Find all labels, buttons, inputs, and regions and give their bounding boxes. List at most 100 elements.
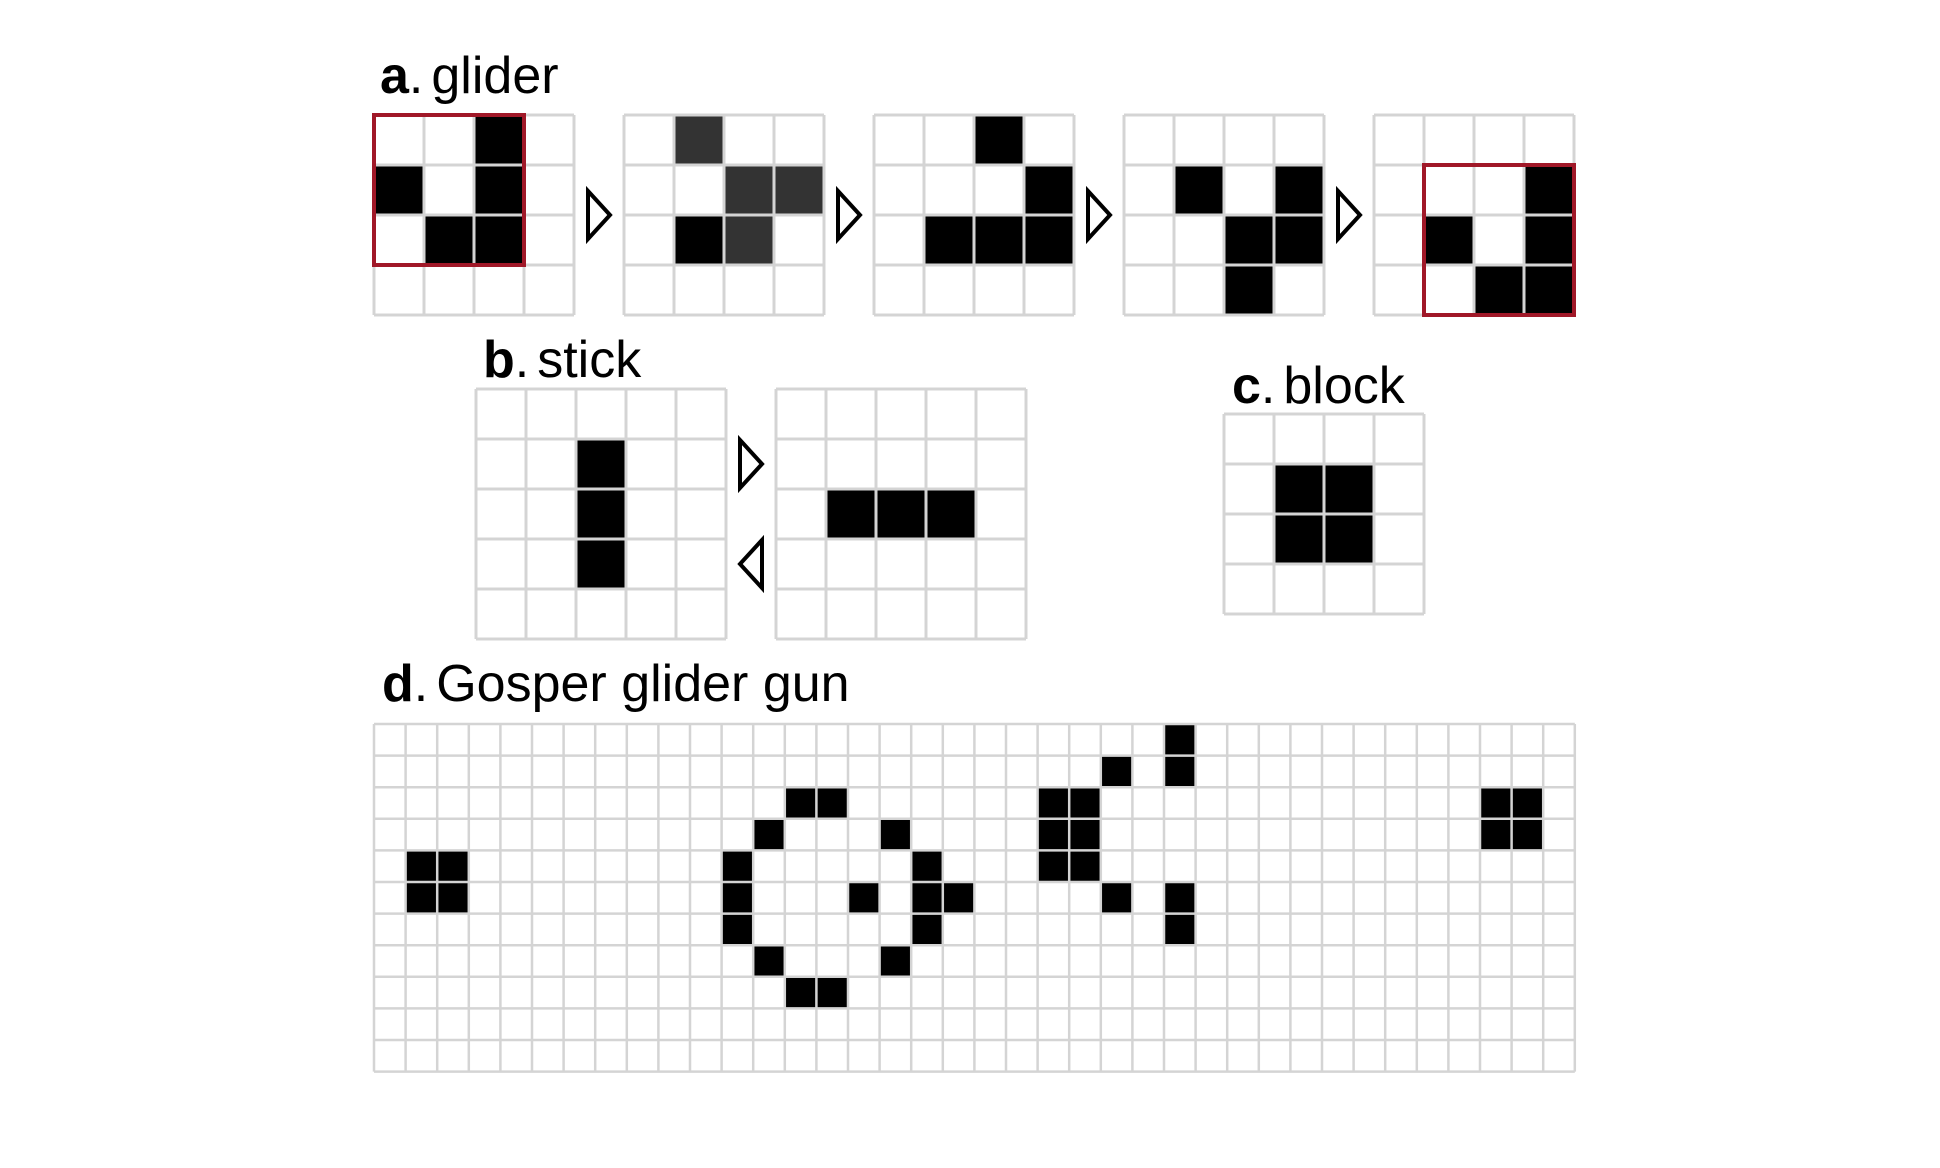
highlight-box bbox=[372, 113, 526, 267]
live-cell bbox=[826, 489, 876, 539]
live-cell bbox=[753, 945, 785, 977]
live-cell bbox=[474, 115, 524, 165]
stick-frame bbox=[774, 387, 1028, 641]
arrow-right-icon bbox=[836, 185, 863, 245]
live-cell bbox=[721, 850, 754, 882]
panel-a-label: a.glider bbox=[380, 47, 559, 105]
live-cell bbox=[1480, 818, 1512, 851]
live-cell bbox=[879, 945, 912, 977]
live-cell bbox=[974, 215, 1024, 265]
live-cell bbox=[405, 850, 438, 882]
live-cell bbox=[1100, 882, 1133, 914]
live-cell bbox=[1037, 818, 1070, 851]
live-cell bbox=[374, 165, 424, 215]
live-cell bbox=[848, 882, 880, 914]
panel-d-letter: d bbox=[382, 655, 414, 713]
gray-cell bbox=[724, 215, 774, 265]
live-cell bbox=[437, 882, 469, 914]
glider-frame bbox=[372, 113, 576, 317]
panel-c-title: block bbox=[1283, 357, 1405, 415]
panel-c-letter: c bbox=[1232, 357, 1261, 415]
live-cell bbox=[911, 882, 943, 914]
panel-c-label: c.block bbox=[1232, 357, 1405, 415]
live-cell bbox=[1069, 787, 1101, 819]
live-cell bbox=[1524, 265, 1574, 315]
arrow-right-icon bbox=[738, 434, 765, 494]
live-cell bbox=[1324, 514, 1374, 564]
live-cell bbox=[876, 489, 926, 539]
glider-frame bbox=[622, 113, 826, 317]
live-cell bbox=[1164, 755, 1196, 788]
live-cell bbox=[911, 850, 943, 882]
live-cell bbox=[911, 913, 943, 946]
panel-b-letter: b bbox=[483, 331, 515, 389]
highlight-box bbox=[1422, 163, 1576, 317]
live-cell bbox=[474, 215, 524, 265]
live-cell bbox=[1524, 165, 1574, 215]
live-cell bbox=[784, 787, 817, 819]
glider-frame bbox=[1122, 113, 1326, 317]
live-cell bbox=[1511, 818, 1544, 851]
live-cell bbox=[474, 165, 524, 215]
stick-frame bbox=[474, 387, 728, 641]
live-cell bbox=[1224, 215, 1274, 265]
live-cell bbox=[1224, 265, 1274, 315]
live-cell bbox=[816, 976, 848, 1009]
live-cell bbox=[1174, 165, 1224, 215]
arrow-right-icon bbox=[586, 185, 613, 245]
live-cell bbox=[816, 787, 848, 819]
live-cell bbox=[1024, 215, 1074, 265]
panel-a-letter: a bbox=[380, 47, 409, 105]
live-cell bbox=[1164, 882, 1196, 914]
live-cell bbox=[674, 215, 724, 265]
live-cell bbox=[784, 976, 817, 1009]
live-cell bbox=[1274, 215, 1324, 265]
arrow-left-icon bbox=[737, 534, 764, 594]
live-cell bbox=[1164, 724, 1196, 756]
live-cell bbox=[926, 489, 976, 539]
panel-d-label: d.Gosper glider gun bbox=[382, 655, 850, 713]
live-cell bbox=[974, 115, 1024, 165]
panel-b-label: b.stick bbox=[483, 331, 642, 389]
block-frame bbox=[1222, 412, 1426, 616]
glider-frame bbox=[872, 113, 1076, 317]
live-cell bbox=[1164, 913, 1196, 946]
live-cell bbox=[1480, 787, 1512, 819]
live-cell bbox=[1474, 265, 1524, 315]
panel-b-title: stick bbox=[537, 331, 642, 389]
live-cell bbox=[1524, 215, 1574, 265]
live-cell bbox=[924, 215, 974, 265]
gray-cell bbox=[674, 115, 724, 165]
live-cell bbox=[753, 818, 785, 851]
panel-d-title: Gosper glider gun bbox=[436, 655, 850, 713]
live-cell bbox=[1274, 165, 1324, 215]
live-cell bbox=[576, 439, 626, 489]
gosper-gun-grid bbox=[372, 722, 1577, 1073]
live-cell bbox=[1324, 464, 1374, 514]
live-cell bbox=[721, 913, 754, 946]
glider-frame bbox=[1372, 113, 1576, 317]
live-cell bbox=[424, 215, 474, 265]
live-cell bbox=[1069, 850, 1101, 882]
live-cell bbox=[1274, 464, 1324, 514]
arrow-right-icon bbox=[1086, 185, 1113, 245]
live-cell bbox=[405, 882, 438, 914]
live-cell bbox=[1100, 755, 1133, 788]
gray-cell bbox=[724, 165, 774, 215]
live-cell bbox=[1024, 165, 1074, 215]
live-cell bbox=[1037, 787, 1070, 819]
live-cell bbox=[1037, 850, 1070, 882]
live-cell bbox=[1424, 215, 1474, 265]
live-cell bbox=[576, 539, 626, 589]
live-cell bbox=[879, 818, 912, 851]
arrow-right-icon bbox=[1336, 185, 1363, 245]
live-cell bbox=[1511, 787, 1544, 819]
live-cell bbox=[721, 882, 754, 914]
live-cell bbox=[1274, 514, 1324, 564]
gray-cell bbox=[774, 165, 824, 215]
panel-a-title: glider bbox=[431, 47, 559, 105]
live-cell bbox=[576, 489, 626, 539]
live-cell bbox=[437, 850, 469, 882]
live-cell bbox=[942, 882, 975, 914]
